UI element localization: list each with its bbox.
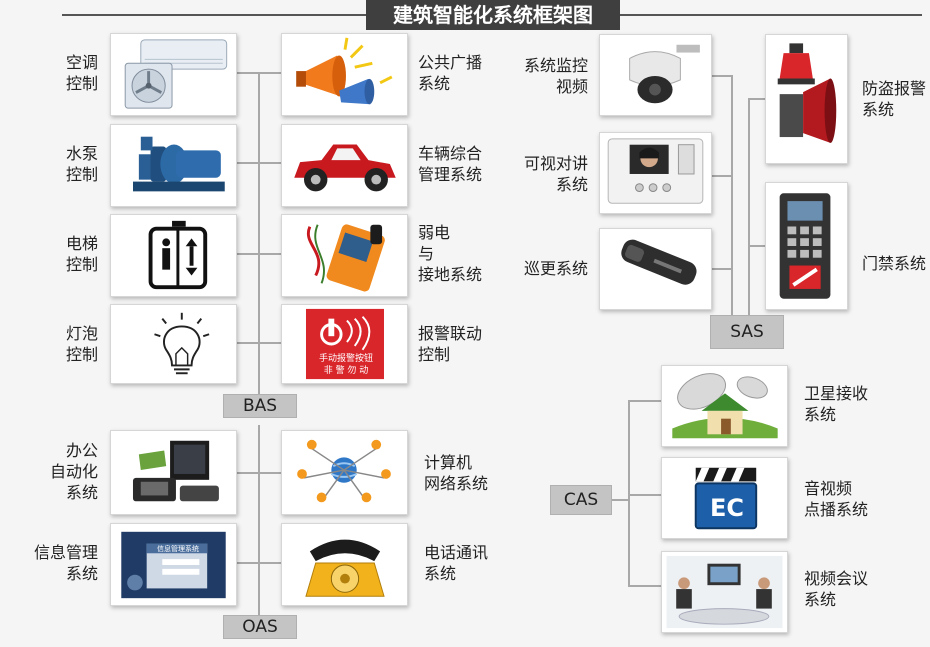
bas-connector-vertical — [258, 72, 260, 394]
label-lamp-control: 灯泡 控制 — [65, 324, 98, 364]
vehicle-management-card[interactable] — [281, 124, 408, 207]
label-network: 计算机 网络系统 — [424, 453, 489, 493]
label-pump-control: 水泵 控制 — [65, 144, 98, 184]
broadcast-card[interactable] — [281, 33, 408, 116]
label-info-management: 信息管理 系统 — [33, 543, 98, 583]
satellite-house-icon — [672, 373, 778, 439]
alarm-siren-icon — [777, 43, 837, 143]
access-reader-icon — [779, 193, 831, 299]
lamp-control-card[interactable] — [110, 304, 237, 384]
light-bulb-icon — [154, 312, 210, 375]
label-vehicle-management: 车辆综合 管理系统 — [418, 144, 483, 184]
label-intercom: 可视对讲 系统 — [523, 154, 588, 194]
car-icon — [294, 144, 396, 192]
ac-control-card[interactable] — [110, 33, 237, 116]
network-people-icon — [297, 439, 391, 503]
sas-connector-patrol — [712, 268, 733, 270]
bas-connector-row1 — [236, 72, 281, 74]
water-pump-icon — [133, 136, 225, 192]
info-window-title: 信息管理系统 — [157, 545, 199, 553]
login-window-icon — [121, 531, 226, 599]
oas-connector-row2 — [236, 562, 281, 564]
elevator-icon — [148, 220, 208, 290]
office-devices-icon — [132, 440, 219, 502]
satellite-card[interactable] — [661, 365, 788, 447]
bas-bus-label: BAS — [223, 394, 297, 418]
clapperboard-icon — [694, 467, 758, 530]
label-broadcast: 公共广播 系统 — [418, 53, 483, 93]
label-cctv: 系统监控 视频 — [523, 56, 588, 96]
oas-connector-row1 — [236, 472, 281, 474]
cas-connector-satellite — [628, 400, 661, 402]
label-access-control: 门禁系统 — [862, 254, 927, 273]
oas-bus-label: OAS — [223, 615, 297, 639]
label-alarm-linkage: 报警联动 控制 — [418, 324, 483, 364]
cas-bus-label: CAS — [550, 485, 612, 515]
cas-connector-vod — [628, 494, 661, 496]
bas-connector-row4 — [236, 342, 281, 344]
sas-connector-burglar — [748, 98, 765, 100]
label-phone: 电话通讯 系统 — [424, 543, 489, 583]
sas-connector-vertical-left — [731, 75, 733, 315]
label-office-automation: 办公 自动化 系统 — [49, 441, 98, 502]
meeting-room-icon — [666, 555, 783, 629]
title-rule-right — [618, 14, 922, 16]
label-elevator-control: 电梯 控制 — [65, 234, 98, 274]
air-conditioner-icon — [124, 39, 228, 109]
cas-connector-vertical — [628, 400, 630, 586]
cas-connector-stub — [610, 499, 630, 501]
phone-card[interactable] — [281, 523, 408, 606]
megaphone-icon — [296, 37, 393, 105]
label-satellite: 卫星接收 系统 — [804, 384, 869, 424]
oas-connector-vertical — [258, 425, 260, 615]
cctv-card[interactable] — [599, 34, 712, 116]
sas-connector-vertical-right — [748, 98, 750, 315]
sas-bus-label: SAS — [710, 315, 784, 349]
patrol-wand-icon — [621, 239, 697, 285]
sas-connector-intercom — [712, 175, 733, 177]
manual-alarm-button-icon — [305, 308, 384, 380]
burglar-alarm-card[interactable] — [765, 34, 848, 164]
video-conference-card[interactable] — [661, 551, 788, 633]
title-rule-left — [62, 14, 368, 16]
video-intercom-icon — [607, 138, 704, 204]
grounding-card[interactable] — [281, 214, 408, 297]
label-patrol: 巡更系统 — [523, 259, 588, 278]
patrol-card[interactable] — [599, 228, 712, 310]
office-automation-card[interactable] — [110, 430, 237, 515]
label-vod: 音视频 点播系统 — [804, 479, 869, 519]
alarm-sign-text: 手动报警按钮 非 警 勿 动 — [318, 354, 373, 376]
bas-connector-row3 — [236, 253, 281, 255]
label-burglar-alarm: 防盗报警 系统 — [862, 79, 927, 119]
dome-camera-icon — [629, 44, 700, 104]
bas-connector-row2 — [236, 162, 281, 164]
pump-control-card[interactable] — [110, 124, 237, 207]
sas-connector-cctv — [712, 75, 733, 77]
info-management-card[interactable]: 信息管理系统 — [110, 523, 237, 606]
label-grounding: 弱电 与 接地系统 — [418, 223, 483, 284]
network-card[interactable] — [281, 430, 408, 515]
alarm-linkage-card[interactable]: 手动报警按钮 非 警 勿 动 — [281, 304, 408, 384]
cable-tester-icon — [306, 224, 385, 292]
page-title: 建筑智能化系统框架图 — [366, 0, 620, 30]
vod-badge-text: EC — [709, 494, 744, 522]
intercom-card[interactable] — [599, 132, 712, 214]
access-control-card[interactable] — [765, 182, 848, 310]
label-video-conference: 视频会议 系统 — [804, 569, 869, 609]
vod-card[interactable]: EC — [661, 457, 788, 539]
label-ac-control: 空调 控制 — [65, 53, 98, 93]
cas-connector-conference — [628, 585, 661, 587]
telephone-icon — [305, 539, 385, 597]
elevator-control-card[interactable] — [110, 214, 237, 297]
sas-connector-access — [748, 245, 765, 247]
